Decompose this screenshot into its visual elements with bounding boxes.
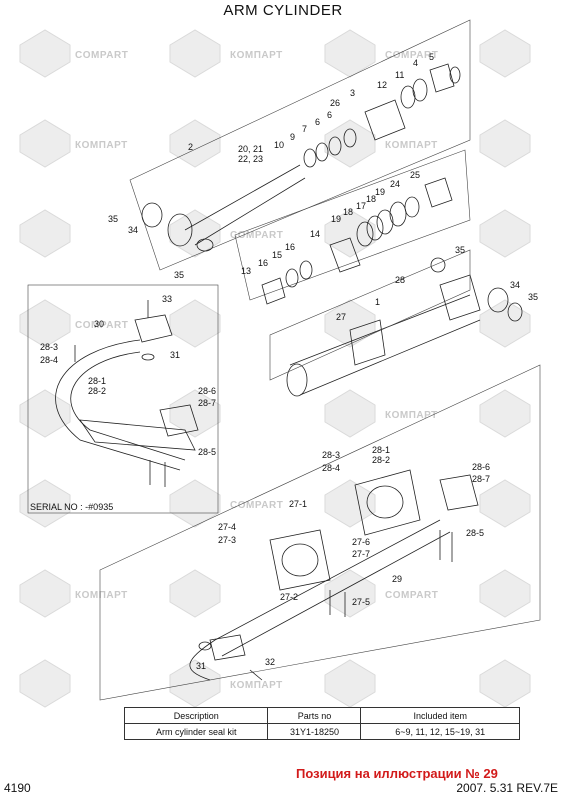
callout-30: 30 — [94, 319, 104, 329]
column-description: Description — [123, 707, 269, 724]
callout-28-5a: 28-5 — [198, 447, 216, 457]
callout-28-7b: 28-7 — [472, 474, 490, 484]
callout-28-1b: 28-1 — [372, 445, 390, 455]
callout-32: 32 — [265, 657, 275, 667]
callout-24: 24 — [390, 179, 400, 189]
cell-parts-no: 31Y1-18250 — [267, 723, 362, 740]
watermark-text: КОМПАРТ — [75, 140, 128, 151]
callout-26: 26 — [330, 98, 340, 108]
callout-16a: 16 — [285, 242, 295, 252]
callout-1: 1 — [375, 297, 380, 307]
watermark-text: КОМПАРТ — [385, 140, 438, 151]
table-row: Arm cylinder seal kit 31Y1-18250 6~9, 11… — [123, 723, 520, 740]
callout-19b: 19 — [331, 214, 341, 224]
callout-20-21: 20, 21 — [238, 144, 263, 154]
cell-description: Arm cylinder seal kit — [123, 723, 269, 740]
callout-6: 6 — [315, 117, 320, 127]
callout-2: 2 — [188, 142, 193, 152]
callout-28-3a: 28-3 — [40, 342, 58, 352]
watermark-text: КОМПАРТ — [385, 410, 438, 421]
callout-3: 3 — [350, 88, 355, 98]
callout-33: 33 — [162, 294, 172, 304]
callout-28-2a: 28-2 — [88, 386, 106, 396]
page-number: 4190 — [4, 781, 31, 795]
callout-35c: 35 — [455, 245, 465, 255]
callout-35a: 35 — [108, 214, 118, 224]
callout-27-2: 27-2 — [280, 592, 298, 602]
callout-28-3b: 28-3 — [322, 450, 340, 460]
page-title: ARM CYLINDER — [223, 2, 343, 19]
watermark-text: COMPART — [385, 590, 438, 601]
callout-labels: 2 20, 21 22, 23 10 9 7 6 6 26 3 12 11 4 … — [40, 52, 538, 671]
callout-10: 10 — [274, 140, 284, 150]
callout-27: 27 — [336, 312, 346, 322]
callout-25: 25 — [410, 170, 420, 180]
callout-35b: 35 — [174, 270, 184, 280]
callout-28-6a: 28-6 — [198, 386, 216, 396]
callout-31b: 31 — [196, 661, 206, 671]
callout-13: 13 — [241, 266, 251, 276]
callout-27-3: 27-3 — [218, 535, 236, 545]
callout-16b: 16 — [258, 258, 268, 268]
pipe-assembly-new — [99, 364, 541, 701]
callout-17: 17 — [356, 201, 366, 211]
callout-28-5b: 28-5 — [466, 528, 484, 538]
watermark-text: КОМПАРТ — [75, 590, 128, 601]
watermark-text: КОМПАРТ — [230, 680, 283, 691]
callout-11: 11 — [395, 70, 404, 80]
callout-27-7: 27-7 — [352, 549, 370, 559]
callout-18a: 18 — [366, 194, 376, 204]
callout-28-6b: 28-6 — [472, 462, 490, 472]
callout-34a: 34 — [128, 225, 138, 235]
callout-7: 7 — [302, 124, 307, 134]
callout-18b: 18 — [343, 207, 353, 217]
callout-29: 29 — [392, 574, 402, 584]
callout-5: 5 — [429, 52, 434, 62]
callout-15: 15 — [272, 250, 282, 260]
callout-28-4b: 28-4 — [322, 463, 340, 473]
watermark-text: COMPART — [75, 320, 128, 331]
watermark-layer: COMPART КОМПАРТ COMPART КОМПАРТ КОМПАРТ … — [19, 29, 531, 708]
callout-34b: 34 — [510, 280, 520, 290]
callout-28: 28 — [395, 275, 405, 285]
cell-included: 6~9, 11, 12, 15~19, 31 — [360, 723, 520, 740]
callout-35d: 35 — [528, 292, 538, 302]
rod-assembly — [129, 19, 471, 305]
callout-4: 4 — [413, 58, 418, 68]
callout-12: 12 — [377, 80, 387, 90]
seal-kit-table: Description Parts no Included item Arm c… — [123, 707, 520, 740]
callout-8: 6 — [327, 110, 332, 120]
column-parts-no: Parts no — [267, 707, 362, 724]
callout-28-2b: 28-2 — [372, 455, 390, 465]
pipe-assembly-old — [27, 284, 219, 514]
callout-31a: 31 — [170, 350, 180, 360]
callout-27-5: 27-5 — [352, 597, 370, 607]
callout-19a: 19 — [375, 187, 385, 197]
position-note: Позиция на иллюстрации № 29 — [296, 766, 498, 781]
watermark-text: КОМПАРТ — [230, 50, 283, 61]
revision-date: 2007. 5.31 REV.7E — [456, 781, 558, 795]
watermark-text: COMPART — [230, 500, 283, 511]
callout-14: 14 — [310, 229, 320, 239]
callout-27-6: 27-6 — [352, 537, 370, 547]
serial-note: SERIAL NO : -#0935 — [30, 502, 114, 512]
callout-28-1a: 28-1 — [88, 376, 106, 386]
callout-28-4a: 28-4 — [40, 355, 58, 365]
table-header-row: Description Parts no Included item — [123, 707, 520, 724]
cylinder-tube — [269, 249, 523, 397]
callout-22-23: 22, 23 — [238, 154, 263, 164]
watermark-text: COMPART — [230, 230, 283, 241]
watermark-text: COMPART — [385, 50, 438, 61]
watermark-text: COMPART — [75, 50, 128, 61]
callout-28-7a: 28-7 — [198, 398, 216, 408]
callout-9: 9 — [290, 132, 295, 142]
column-included: Included item — [360, 707, 520, 724]
callout-27-1: 27-1 — [289, 499, 307, 509]
callout-27-4: 27-4 — [218, 522, 236, 532]
